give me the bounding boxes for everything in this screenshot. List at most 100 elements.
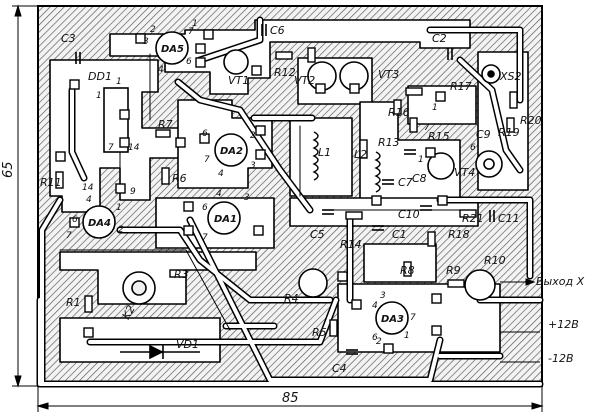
da3-body [375,301,409,335]
svg-text:7: 7 [188,27,194,37]
svg-text:7: 7 [108,143,114,153]
svg-text:3: 3 [380,291,386,301]
minus-12v-label: -12В [548,352,574,365]
vt1-body [223,49,249,75]
capacitors [75,24,495,355]
label-xs2: XS2 [499,70,522,83]
svg-text:1: 1 [432,103,438,113]
da4-body [82,205,116,239]
label-r14: R14 [340,238,362,251]
svg-text:6: 6 [72,215,78,225]
plus-12v-label: +12В [548,318,579,331]
svg-text:3: 3 [250,161,256,171]
pin-numbers: 2 3 4 6 7 1 6 2 3 4 7 6 7 4 3 14 6 1 2 7… [66,19,476,347]
svg-text:3: 3 [143,37,149,47]
label-r15: R15 [428,130,450,143]
svg-text:6: 6 [202,203,208,213]
label-c5: C5 [310,228,325,241]
svg-text:2: 2 [118,225,124,235]
label-da5: DA5 [161,44,184,55]
label-c6: C6 [270,24,285,37]
label-r10: R10 [484,254,506,267]
svg-text:6: 6 [470,143,476,153]
vt4-body [427,152,455,180]
label-da4: DA4 [88,218,111,229]
svg-text:7: 7 [410,313,416,323]
label-r20: R20 [520,114,542,127]
label-r19: R19 [498,126,520,139]
resistors [55,47,518,337]
label-vt2: VT2 [294,74,315,87]
height-dimension: 65 [1,161,16,178]
label-dd1: DD1 [88,70,112,83]
transistors [223,49,455,180]
label-k2: K2 [120,303,138,322]
svg-text:14: 14 [128,143,140,153]
svg-text:7: 7 [204,155,210,165]
component-labels: C3 DA5 C6 VT1 C2 XS2 DD1 R12 VT2 VT3 R17… [40,24,542,375]
pads [55,29,448,354]
label-l2: L2 [354,148,367,161]
ic-packages [82,31,409,335]
label-r21: R21 [462,212,484,225]
label-r1: R1 [66,296,81,309]
label-r9: R9 [446,264,461,277]
label-c11: C11 [498,212,520,225]
label-c1: C1 [392,228,407,241]
svg-text:2: 2 [250,131,256,141]
label-c4: C4 [332,362,347,375]
label-r6: R6 [172,172,187,185]
da5-body [155,31,189,65]
svg-text:6: 6 [186,57,192,67]
label-r7: R7 [158,118,173,131]
round-connectors [122,64,503,305]
label-da2: DA2 [220,146,243,157]
label-c7: C7 [398,176,413,189]
width-dimension: 85 [282,391,299,406]
svg-text:6: 6 [372,333,378,343]
label-da1: DA1 [214,214,237,225]
label-vt1: VT1 [228,74,249,87]
svg-text:4: 4 [158,65,164,75]
label-r16: R16 [388,106,410,119]
label-da3: DA3 [381,314,404,325]
svg-text:14: 14 [82,183,94,193]
svg-text:4: 4 [86,195,92,205]
svg-text:3: 3 [244,193,250,203]
inductors [312,131,381,193]
svg-text:2: 2 [376,337,382,347]
label-r12: R12 [274,66,296,79]
label-c8: C8 [412,172,427,185]
da2-body [214,133,248,167]
label-vd1: VD1 [176,338,199,351]
label-c10: C10 [398,208,420,221]
label-r3: R3 [174,268,189,281]
label-r5: R5 [312,326,327,339]
svg-text:1: 1 [96,91,102,101]
svg-text:4: 4 [372,301,378,311]
svg-text:4: 4 [216,189,222,199]
r4-pot [298,268,328,298]
svg-text:1: 1 [192,19,198,29]
label-l1: L1 [318,146,331,159]
label-vt4: VT4 [454,166,475,179]
r10-pot [464,269,496,301]
label-r13: R13 [378,136,400,149]
label-c2: C2 [432,32,447,45]
label-r8: R8 [400,264,415,277]
label-r17: R17 [450,80,472,93]
da1-body [207,201,241,235]
label-r18: R18 [448,228,470,241]
svg-text:1: 1 [404,331,410,341]
dimension-lines [12,4,544,412]
svg-text:7: 7 [424,123,430,133]
svg-text:9: 9 [130,187,136,197]
svg-text:6: 6 [202,129,208,139]
label-c3: C3 [61,32,76,45]
label-r4: R4 [284,292,299,305]
output-x-label: Выход X [536,275,585,288]
svg-text:7: 7 [66,231,72,241]
label-c9: C9 [476,128,491,141]
